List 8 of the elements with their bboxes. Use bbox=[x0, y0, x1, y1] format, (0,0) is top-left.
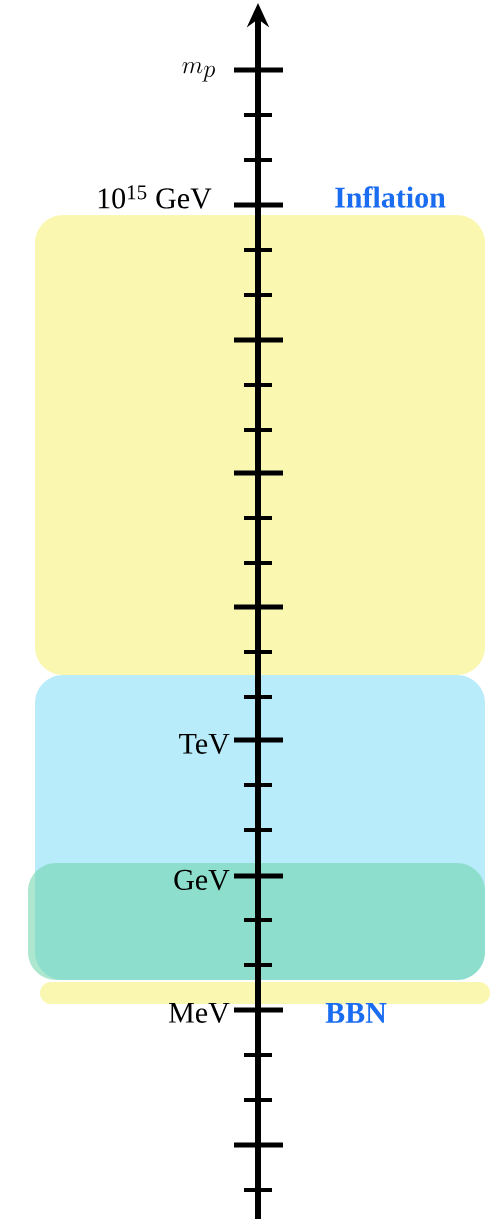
band-heading: Inflation bbox=[335, 186, 446, 208]
axis-label: MeV bbox=[169, 1002, 230, 1024]
axis-label: GeV bbox=[174, 869, 230, 891]
band-heading: BBN bbox=[325, 1003, 387, 1023]
axis-label: $m_p$ bbox=[182, 62, 215, 82]
rounded-band bbox=[40, 982, 490, 1004]
axis-label: TeV bbox=[179, 733, 230, 755]
rounded-band bbox=[35, 215, 485, 675]
